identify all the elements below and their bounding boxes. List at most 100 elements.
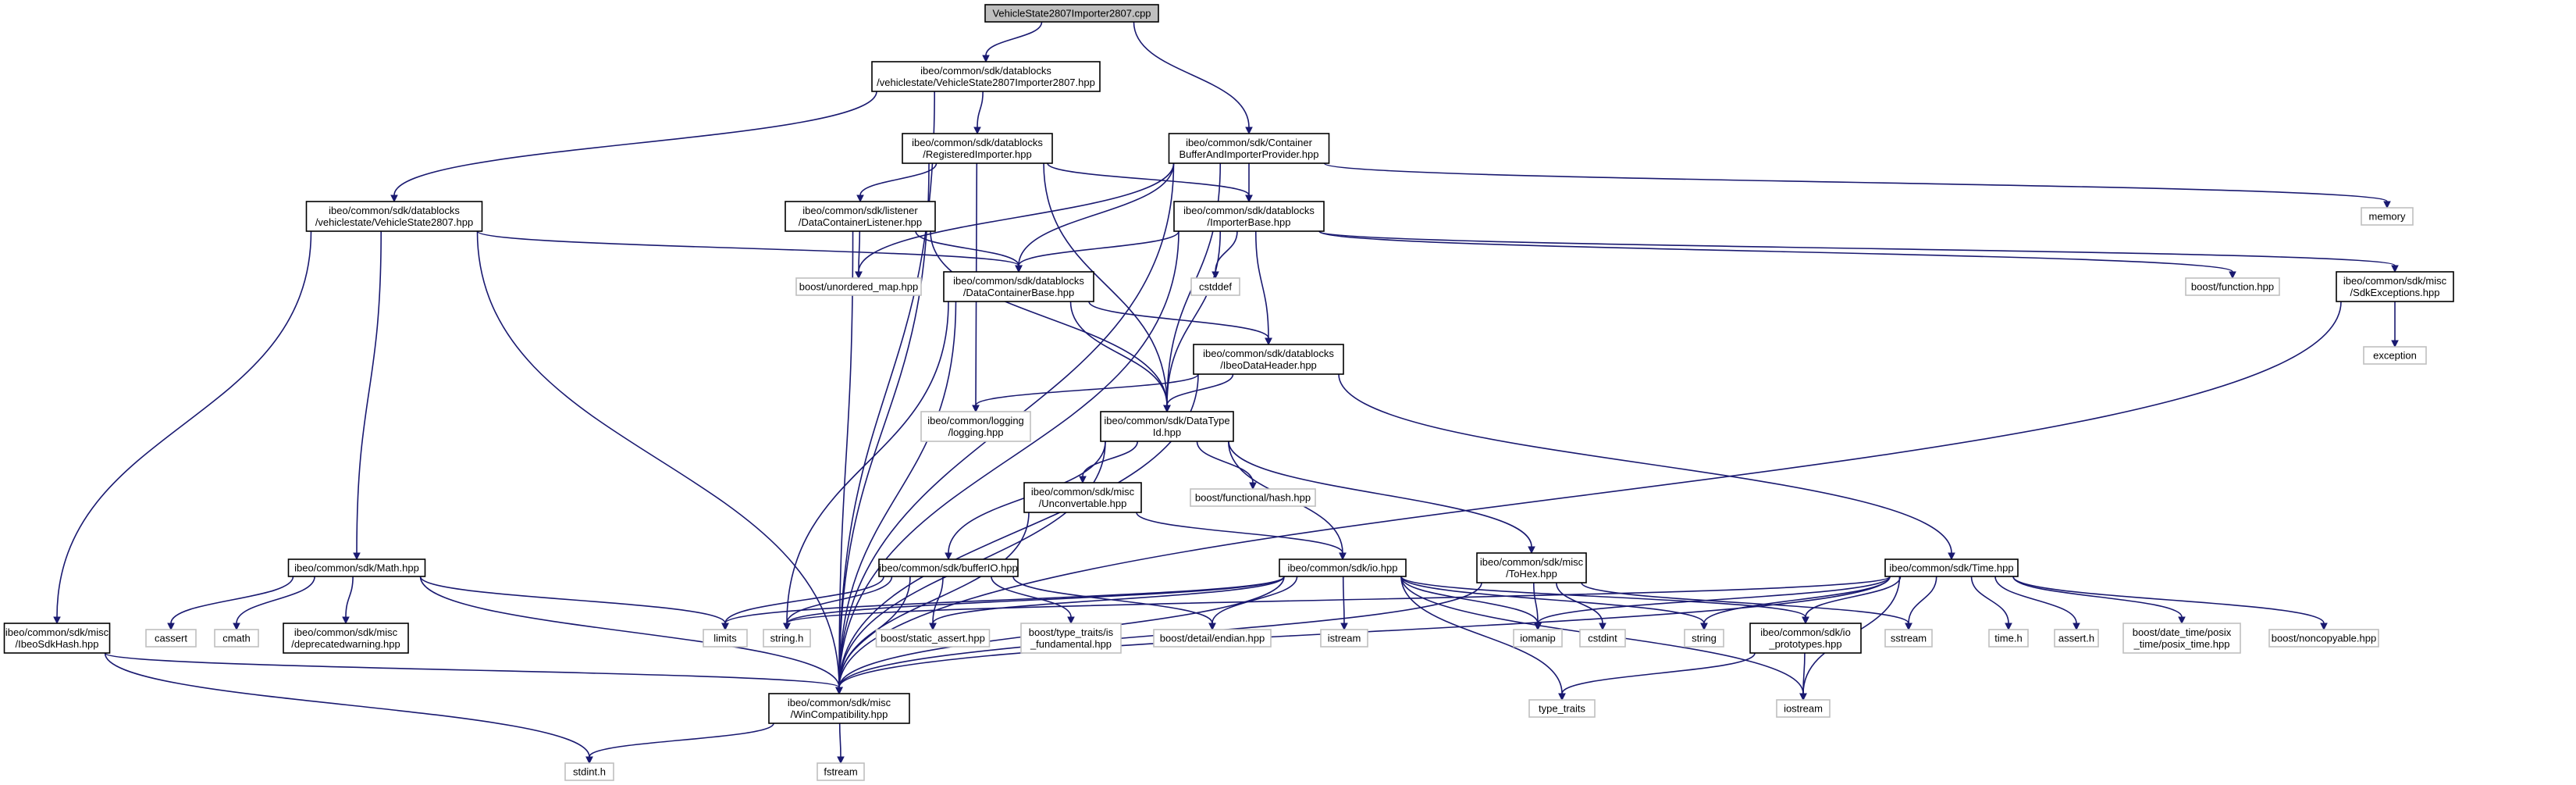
edge-vs-to-dcb	[476, 230, 1023, 273]
node-ish[interactable]: ibeo/common/sdk/misc/IbeoSdkHash.hpp	[3, 623, 111, 654]
edge-arrowhead	[1212, 271, 1219, 280]
node-label: sstream	[1891, 633, 1927, 644]
node-io[interactable]: ibeo/common/sdk/io.hpp	[1279, 558, 1407, 577]
node-dcb[interactable]: ibeo/common/sdk/datablocks/DataContainer…	[943, 271, 1094, 302]
edge-arrowhead	[1339, 552, 1347, 561]
edge-tohex-to-cint	[1556, 582, 1606, 631]
node-label: ibeo/common/sdk/datablocks	[1203, 348, 1334, 359]
node-box	[795, 277, 922, 296]
node-box	[902, 133, 1053, 164]
node-label: ibeo/common/sdk/DataType	[1104, 415, 1229, 426]
node-label: BufferAndImporterProvider.hpp	[1179, 148, 1319, 160]
node-root[interactable]: VehicleState2807Importer2807.cpp	[984, 4, 1159, 23]
node-label: /Unconvertable.hpp	[1039, 498, 1127, 509]
node-box	[1168, 133, 1330, 164]
edge-arrowhead	[167, 623, 175, 631]
node-idh[interactable]: ibeo/common/sdk/datablocks/IbeoDataHeade…	[1193, 344, 1344, 375]
node-box	[283, 623, 409, 654]
node-log: ibeo/common/logging/logging.hpp	[920, 411, 1031, 442]
edge-arrowhead	[2391, 265, 2399, 273]
node-layer: VehicleState2807Importer2807.cpp ibeo/com…	[3, 4, 2454, 781]
edge-line	[1215, 230, 1238, 273]
node-label: ibeo/common/sdk/misc	[1480, 556, 1584, 568]
edge-ib-to-bfn	[1318, 230, 2236, 280]
node-label: ibeo/common/sdk/misc	[294, 626, 398, 638]
node-bdt: boost/date_time/posix_time/posix_time.hp…	[2122, 623, 2241, 654]
node-label: assert.h	[2058, 633, 2094, 644]
node-dcl[interactable]: ibeo/common/sdk/listener/DataContainerLi…	[785, 201, 936, 232]
node-vs[interactable]: ibeo/common/sdk/datablocks/vehiclestate/…	[305, 201, 483, 232]
node-box	[1513, 629, 1563, 648]
node-box	[1988, 629, 2029, 648]
node-vsih[interactable]: ibeo/common/sdk/datablocks/vehiclestate/…	[871, 61, 1101, 92]
edge-line	[1400, 576, 1806, 618]
edge-arrowhead	[1948, 552, 1955, 561]
node-ib[interactable]: ibeo/common/sdk/datablocks/ImporterBase.…	[1173, 201, 1325, 232]
node-box	[1884, 558, 2019, 577]
edge-io-to-lim	[721, 576, 1285, 631]
node-unc[interactable]: ibeo/common/sdk/misc/Unconvertable.hpp	[1023, 482, 1142, 513]
edge-math-to-lim	[419, 576, 729, 631]
node-box	[305, 201, 483, 232]
node-box	[1579, 629, 1626, 648]
node-label: ibeo/common/logging	[927, 415, 1024, 426]
node-box	[2054, 629, 2099, 648]
node-wc[interactable]: ibeo/common/sdk/misc/WinCompatibility.hp…	[768, 693, 910, 724]
node-box	[817, 762, 865, 781]
node-box	[2363, 346, 2427, 365]
edge-line	[1805, 576, 1902, 618]
node-box	[2185, 277, 2280, 296]
node-depw[interactable]: ibeo/common/sdk/misc/deprecatedwarning.h…	[283, 623, 409, 654]
edge-line	[56, 230, 312, 618]
edge-arrowhead	[2178, 616, 2186, 625]
edge-line	[170, 576, 294, 624]
edge-dcb-to-strh	[783, 301, 949, 631]
edge-root-to-vsih	[982, 21, 1043, 63]
node-iop[interactable]: ibeo/common/sdk/io_prototypes.hpp	[1749, 623, 1862, 654]
edge-line	[1581, 582, 1909, 624]
node-time[interactable]: ibeo/common/sdk/Time.hpp	[1884, 558, 2019, 577]
node-label: ibeo/common/sdk/datablocks	[912, 137, 1043, 148]
edge-line	[476, 230, 1019, 266]
node-box	[984, 4, 1159, 23]
node-box	[943, 271, 1094, 302]
node-label: /WinCompatibility.hpp	[791, 708, 888, 720]
node-regi[interactable]: ibeo/common/sdk/datablocks/RegisteredImp…	[902, 133, 1053, 164]
edge-arrowhead	[585, 756, 593, 765]
edge-time-to-iop	[1802, 576, 1902, 625]
node-timeh: time.h	[1988, 629, 2029, 648]
node-label: /IbeoSdkHash.hpp	[16, 638, 99, 650]
node-label: ibeo/common/sdk/datablocks	[920, 65, 1051, 77]
node-math[interactable]: ibeo/common/sdk/Math.hpp	[287, 558, 426, 577]
node-bio[interactable]: ibeo/common/sdk/bufferIO.hpp	[878, 558, 1019, 577]
node-bfh: boost/functional/hash.hpp	[1190, 488, 1316, 507]
node-cbip[interactable]: ibeo/common/sdk/ContainerBufferAndImport…	[1168, 133, 1330, 164]
node-sdke[interactable]: ibeo/common/sdk/misc/SdkExceptions.hpp	[2336, 271, 2454, 302]
node-tohex[interactable]: ibeo/common/sdk/misc/ToHex.hpp	[1476, 552, 1587, 583]
edge-arrowhead	[1067, 616, 1075, 625]
edge-arrowhead	[1208, 623, 1216, 631]
edge-arrowhead	[1534, 623, 1542, 631]
node-box	[1476, 552, 1587, 583]
node-label: exception	[2373, 350, 2417, 362]
node-label: iostream	[1784, 703, 1823, 715]
edge-line	[838, 576, 911, 688]
node-label: _time/posix_time.hpp	[2133, 638, 2230, 650]
node-box	[564, 762, 614, 781]
node-label: fstream	[824, 766, 857, 778]
edge-arrowhead	[835, 687, 843, 695]
node-label: ibeo/common/sdk/datablocks	[1183, 205, 1315, 216]
edge-arrowhead	[1079, 476, 1087, 484]
edge-arrowhead	[1340, 623, 1348, 631]
edge-line	[932, 576, 944, 624]
node-box	[920, 411, 1031, 442]
node-mem: memory	[2361, 207, 2414, 226]
edge-arrowhead	[1558, 693, 1566, 701]
edge-line	[104, 652, 840, 688]
edge-arrowhead	[1245, 194, 1253, 203]
edge-arrowhead	[53, 616, 61, 625]
edge-vsih-to-vs	[390, 91, 877, 203]
edge-line	[104, 652, 590, 758]
edge-vs-to-ish	[53, 230, 312, 625]
